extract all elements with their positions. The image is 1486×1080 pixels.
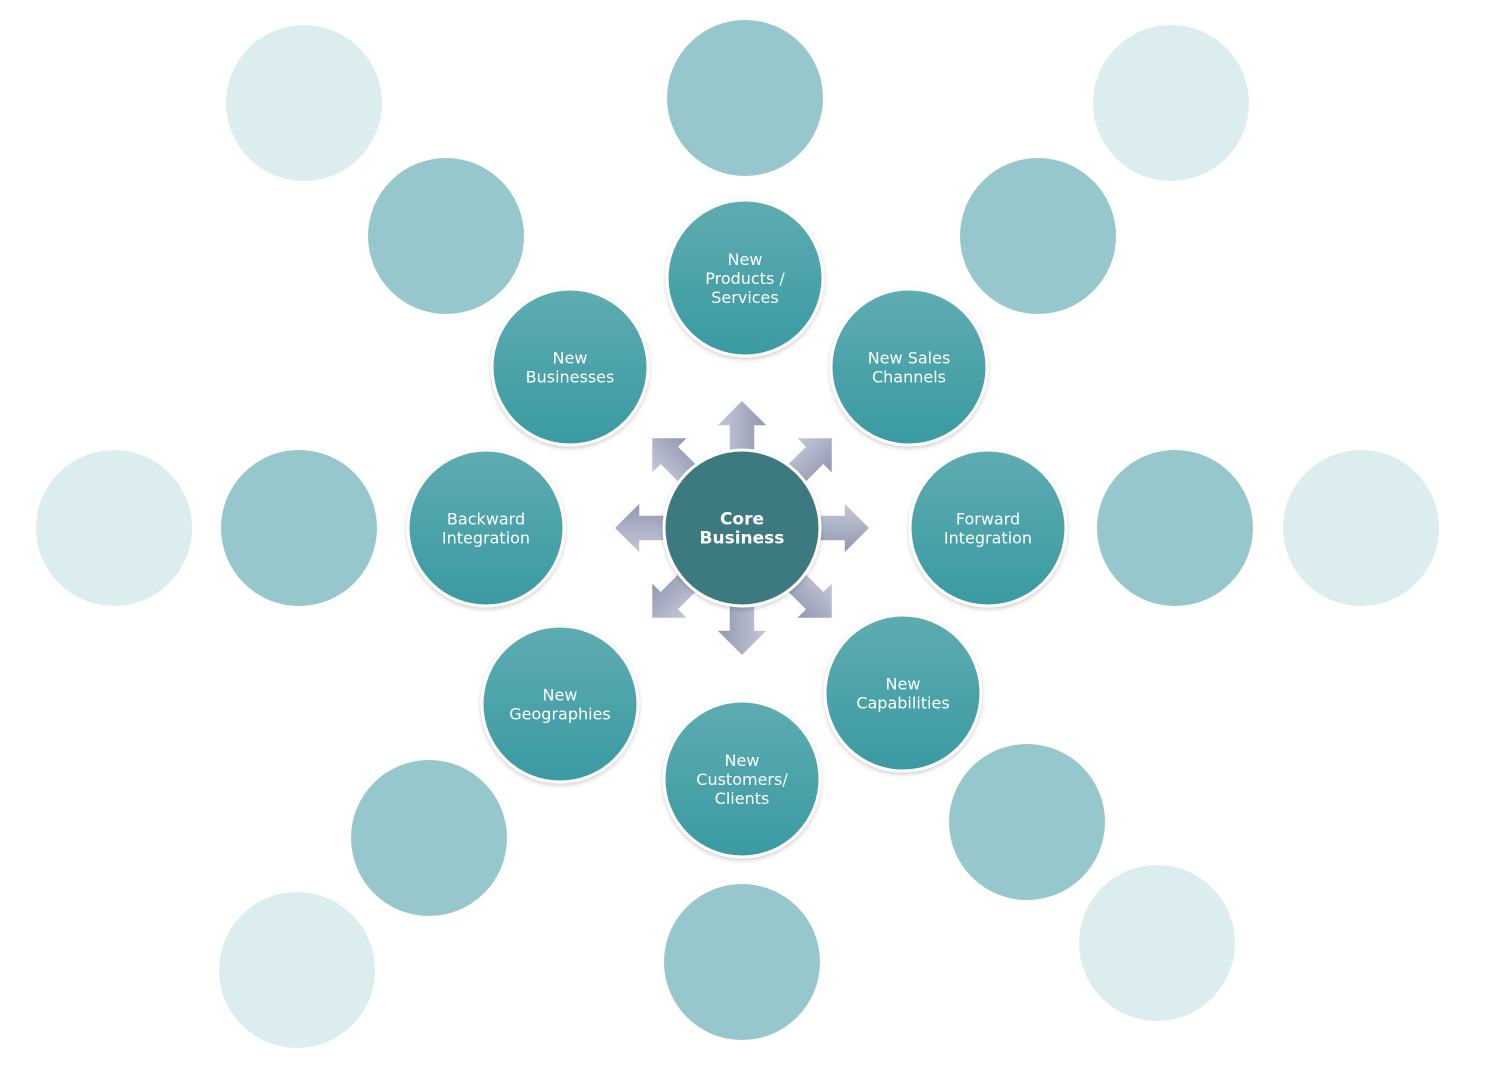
node-new-sales-channels-circle bbox=[829, 287, 989, 447]
node-new-products-services-label-line-2: Products / bbox=[705, 269, 785, 288]
node-new-geographies-label-line-1: New bbox=[543, 686, 578, 705]
node-new-products-services-label-line-3: Services bbox=[711, 288, 778, 307]
node-new-geographies-circle bbox=[480, 624, 640, 784]
arrow-down-shape bbox=[714, 601, 770, 658]
core-business-label-line-1: Core bbox=[720, 510, 764, 530]
outer-circle-9 bbox=[1283, 450, 1439, 606]
outer-circle-8 bbox=[1097, 450, 1253, 606]
node-new-products-services-label-line-1: New bbox=[728, 250, 763, 269]
outer-circle-4 bbox=[368, 158, 524, 314]
arrow-down bbox=[714, 601, 770, 658]
node-new-businesses-label-line-2: Businesses bbox=[526, 368, 615, 387]
outer-circle-3 bbox=[1093, 25, 1249, 181]
outer-circle-2 bbox=[667, 20, 823, 176]
node-new-geographies-label-line-2: Geographies bbox=[509, 705, 611, 724]
node-backward-integration-circle bbox=[406, 448, 566, 608]
core-business-label-line-2: Business bbox=[700, 529, 785, 549]
node-new-sales-channels-label-line-1: New Sales bbox=[868, 349, 951, 368]
outer-circle-12 bbox=[219, 892, 375, 1048]
outer-circle-7 bbox=[221, 450, 377, 606]
node-new-businesses-circle bbox=[490, 287, 650, 447]
outer-circle-1 bbox=[226, 25, 382, 181]
node-new-customers-clients-label-line-3: Clients bbox=[715, 789, 770, 808]
arrow-left-shape bbox=[612, 500, 669, 556]
node-forward-integration-label-line-1: Forward bbox=[956, 510, 1020, 529]
outer-circles bbox=[36, 20, 1439, 1048]
node-new-customers-clients-circle bbox=[662, 699, 822, 859]
arrow-right bbox=[815, 500, 872, 556]
node-new-sales-channels-label-line-2: Channels bbox=[872, 368, 946, 387]
node-forward-integration-circle bbox=[908, 448, 1068, 608]
node-new-businesses-label-line-1: New bbox=[553, 349, 588, 368]
node-new-customers-clients-label-line-2: Customers/ bbox=[696, 770, 788, 789]
outer-circle-5 bbox=[960, 158, 1116, 314]
core-business-circle bbox=[662, 448, 822, 608]
node-new-customers-clients-label-line-1: New bbox=[725, 751, 760, 770]
arrow-right-shape bbox=[815, 500, 872, 556]
node-backward-integration-label-line-1: Backward bbox=[447, 510, 525, 529]
outer-circle-6 bbox=[36, 450, 192, 606]
node-forward-integration-label-line-2: Integration bbox=[944, 529, 1032, 548]
arrow-left bbox=[612, 500, 669, 556]
outer-circle-10 bbox=[351, 760, 507, 916]
node-backward-integration-label-line-2: Integration bbox=[442, 529, 530, 548]
node-new-capabilities-label-line-2: Capabilities bbox=[856, 694, 949, 713]
node-new-capabilities-circle bbox=[823, 613, 983, 773]
node-new-capabilities-label-line-1: New bbox=[886, 675, 921, 694]
outer-circle-14 bbox=[1079, 865, 1235, 1021]
outer-circle-13 bbox=[664, 884, 820, 1040]
node-new-products-services-circle bbox=[665, 198, 825, 358]
outer-circle-11 bbox=[949, 744, 1105, 900]
arrow-up-shape bbox=[714, 398, 770, 455]
arrow-up bbox=[714, 398, 770, 455]
